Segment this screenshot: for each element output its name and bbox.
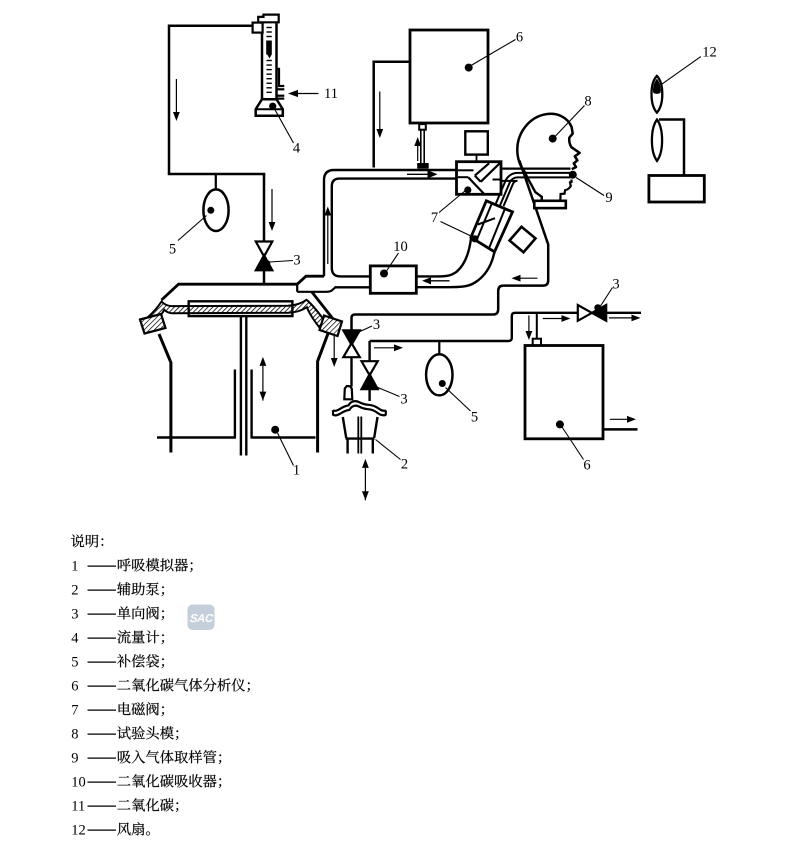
svg-text:4: 4 (293, 141, 301, 157)
svg-text:5: 5 (471, 410, 478, 426)
svg-text:1: 1 (293, 463, 300, 479)
svg-text:3: 3 (400, 392, 407, 408)
svg-text:7: 7 (71, 702, 78, 718)
svg-text:3: 3 (293, 253, 300, 269)
svg-text:6: 6 (516, 30, 523, 46)
svg-text:10: 10 (71, 774, 86, 790)
svg-text:3: 3 (612, 277, 619, 293)
svg-text:12: 12 (702, 45, 717, 61)
svg-text:11: 11 (71, 798, 85, 814)
svg-text:3: 3 (373, 317, 380, 333)
svg-text:9: 9 (71, 750, 78, 766)
svg-text:4: 4 (71, 630, 79, 646)
svg-text:7: 7 (431, 210, 438, 226)
svg-text:6: 6 (71, 678, 78, 694)
svg-text:5: 5 (169, 242, 176, 258)
svg-text:6: 6 (583, 458, 590, 474)
svg-text:5: 5 (71, 654, 78, 670)
svg-text:SAC: SAC (188, 612, 215, 625)
svg-text:11: 11 (324, 86, 338, 102)
svg-text:3: 3 (71, 606, 78, 622)
svg-text:1: 1 (71, 558, 78, 574)
svg-text:2: 2 (71, 582, 78, 598)
svg-text:2: 2 (401, 457, 408, 473)
svg-text:8: 8 (71, 726, 78, 742)
svg-text:8: 8 (584, 94, 591, 110)
svg-text:12: 12 (71, 822, 86, 838)
svg-text:9: 9 (605, 190, 612, 206)
svg-text:10: 10 (393, 239, 408, 255)
